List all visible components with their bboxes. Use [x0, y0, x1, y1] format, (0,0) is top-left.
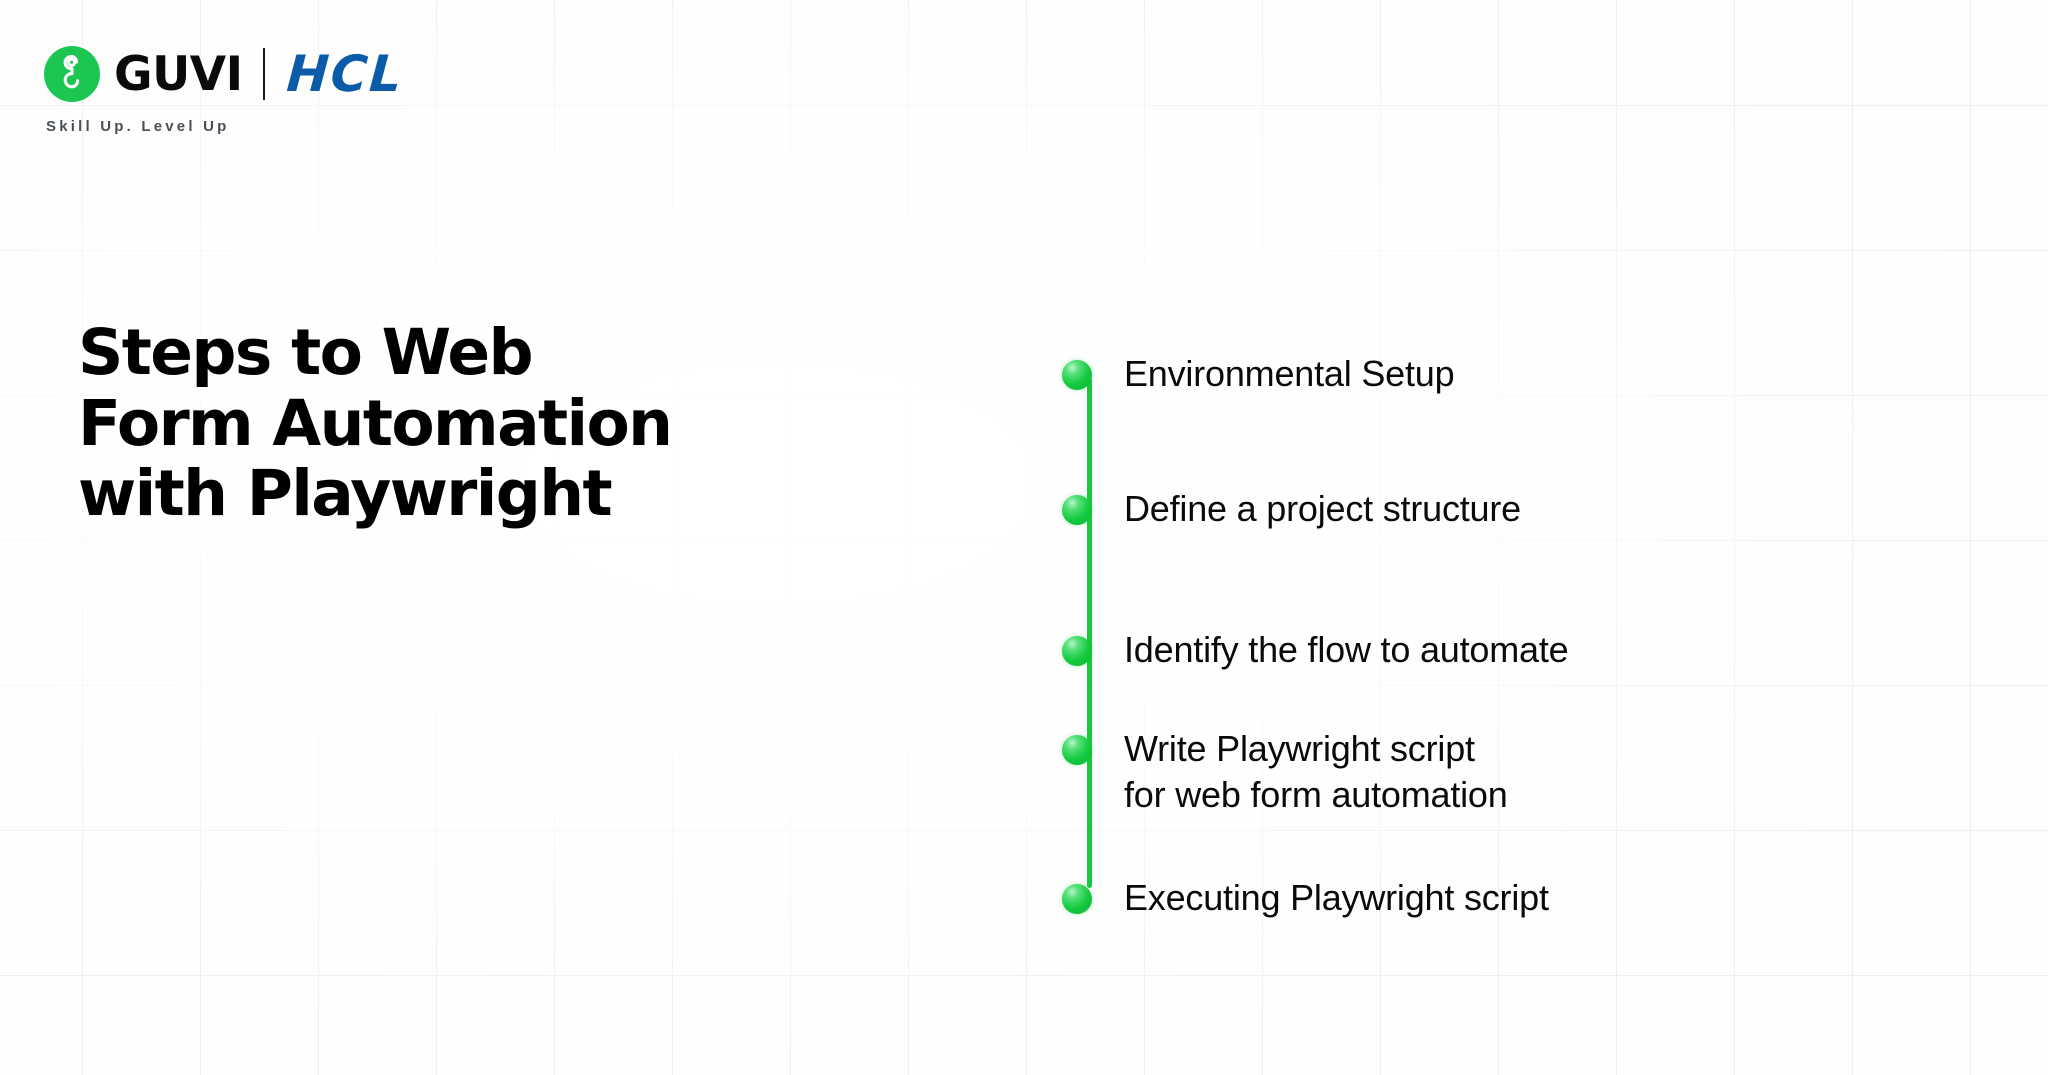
guvi-g-mark-icon	[44, 46, 100, 102]
timeline-dot-wrap	[1062, 360, 1118, 390]
timeline-bullet-icon	[1062, 636, 1092, 667]
timeline-dot-wrap	[1062, 495, 1118, 526]
timeline-step: Define a project structure	[1062, 488, 1962, 532]
timeline-step: Write Playwright script for web form aut…	[1062, 728, 1962, 818]
page-title-line-1: Steps to Web	[78, 316, 534, 389]
hcl-wordmark: HCL	[284, 45, 406, 103]
timeline-bullet-icon	[1062, 884, 1092, 915]
brand-tagline: Skill Up. Level Up	[46, 118, 230, 135]
timeline-step: Identify the flow to automate	[1062, 629, 1962, 673]
timeline-step-label: Write Playwright script for web form aut…	[1124, 728, 1508, 816]
timeline-step-label: Identify the flow to automate	[1124, 629, 1569, 671]
timeline-bullet-icon	[1062, 360, 1092, 390]
brand-divider	[262, 48, 265, 100]
timeline-step-label: Environmental Setup	[1124, 353, 1455, 394]
brand-row: GUVI HCL	[44, 42, 406, 106]
page-title-line-3: with Playwright	[78, 457, 613, 531]
timeline-dot-wrap	[1062, 735, 1118, 766]
timeline-step-label: Define a project structure	[1124, 488, 1521, 530]
brand-lockup: GUVI HCL Skill Up. Level Up	[44, 42, 406, 135]
page-title: Steps to Web Form Automation with Playwr…	[78, 316, 673, 531]
timeline-dot-wrap	[1062, 884, 1118, 915]
guvi-wordmark: GUVI	[114, 46, 243, 102]
timeline-dot-wrap	[1062, 636, 1118, 667]
page-title-line-2: Form Automation	[78, 386, 673, 460]
timeline-bullet-icon	[1062, 735, 1092, 766]
timeline-bullet-icon	[1062, 495, 1092, 526]
steps-timeline: Environmental Setup Define a project str…	[1062, 338, 1962, 921]
timeline-step-label: Executing Playwright script	[1124, 877, 1549, 919]
timeline-step: Environmental Setup	[1062, 353, 1962, 397]
timeline-step: Executing Playwright script	[1062, 877, 1962, 921]
